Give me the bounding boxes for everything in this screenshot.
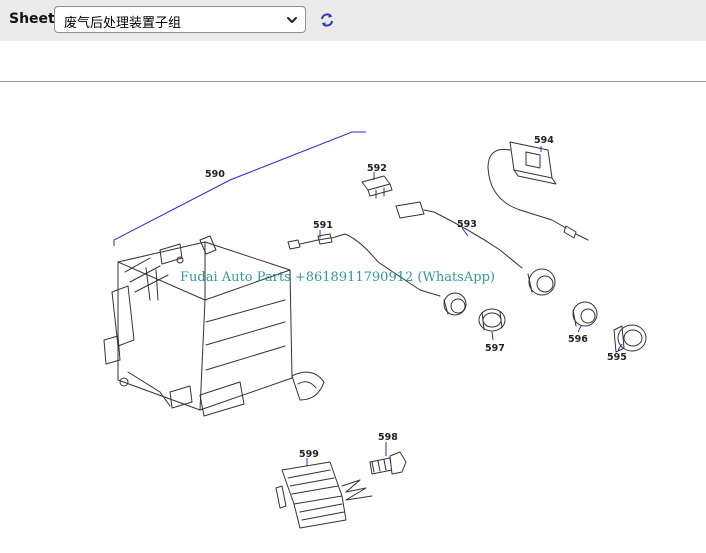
round-connector-596[interactable] — [572, 301, 598, 327]
leader-590 — [113, 131, 366, 246]
sheet-select[interactable]: 废气后处理装置子组 — [54, 6, 306, 33]
sheet-toolbar: Sheet 废气后处理装置子组 — [0, 0, 706, 41]
callout-599[interactable]: 599 — [299, 449, 319, 460]
toolbar-divider — [0, 81, 706, 82]
retaining-clip-595[interactable] — [613, 324, 647, 353]
callout-590[interactable]: 590 — [205, 169, 225, 180]
callout-594[interactable]: 594 — [534, 135, 554, 146]
exhaust-aftertreatment-unit-590[interactable] — [103, 235, 325, 417]
nox-sensor-module-594[interactable] — [487, 141, 589, 241]
mounting-bracket-599[interactable] — [275, 461, 373, 529]
callout-591[interactable]: 591 — [313, 220, 333, 231]
chevron-down-icon — [287, 17, 297, 23]
watermark-text: Fudai Auto Parts +8618911790912 (WhatsAp… — [180, 270, 495, 285]
callout-597[interactable]: 597 — [485, 343, 505, 354]
sheet-select-value: 废气后处理装置子组 — [64, 16, 182, 31]
callout-596[interactable]: 596 — [568, 334, 588, 345]
refresh-icon[interactable] — [318, 11, 336, 29]
sensor-cable-593[interactable] — [395, 201, 556, 296]
hex-bolt-598[interactable] — [369, 451, 407, 475]
connector-plug-592[interactable] — [361, 175, 393, 199]
callout-593[interactable]: 593 — [457, 219, 477, 230]
callout-592[interactable]: 592 — [367, 163, 387, 174]
retaining-ring-597[interactable] — [478, 308, 506, 332]
callout-598[interactable]: 598 — [378, 432, 398, 443]
sheet-label: Sheet — [9, 11, 55, 27]
sensor-cable-591[interactable] — [287, 233, 467, 316]
callout-595[interactable]: 595 — [607, 352, 627, 363]
